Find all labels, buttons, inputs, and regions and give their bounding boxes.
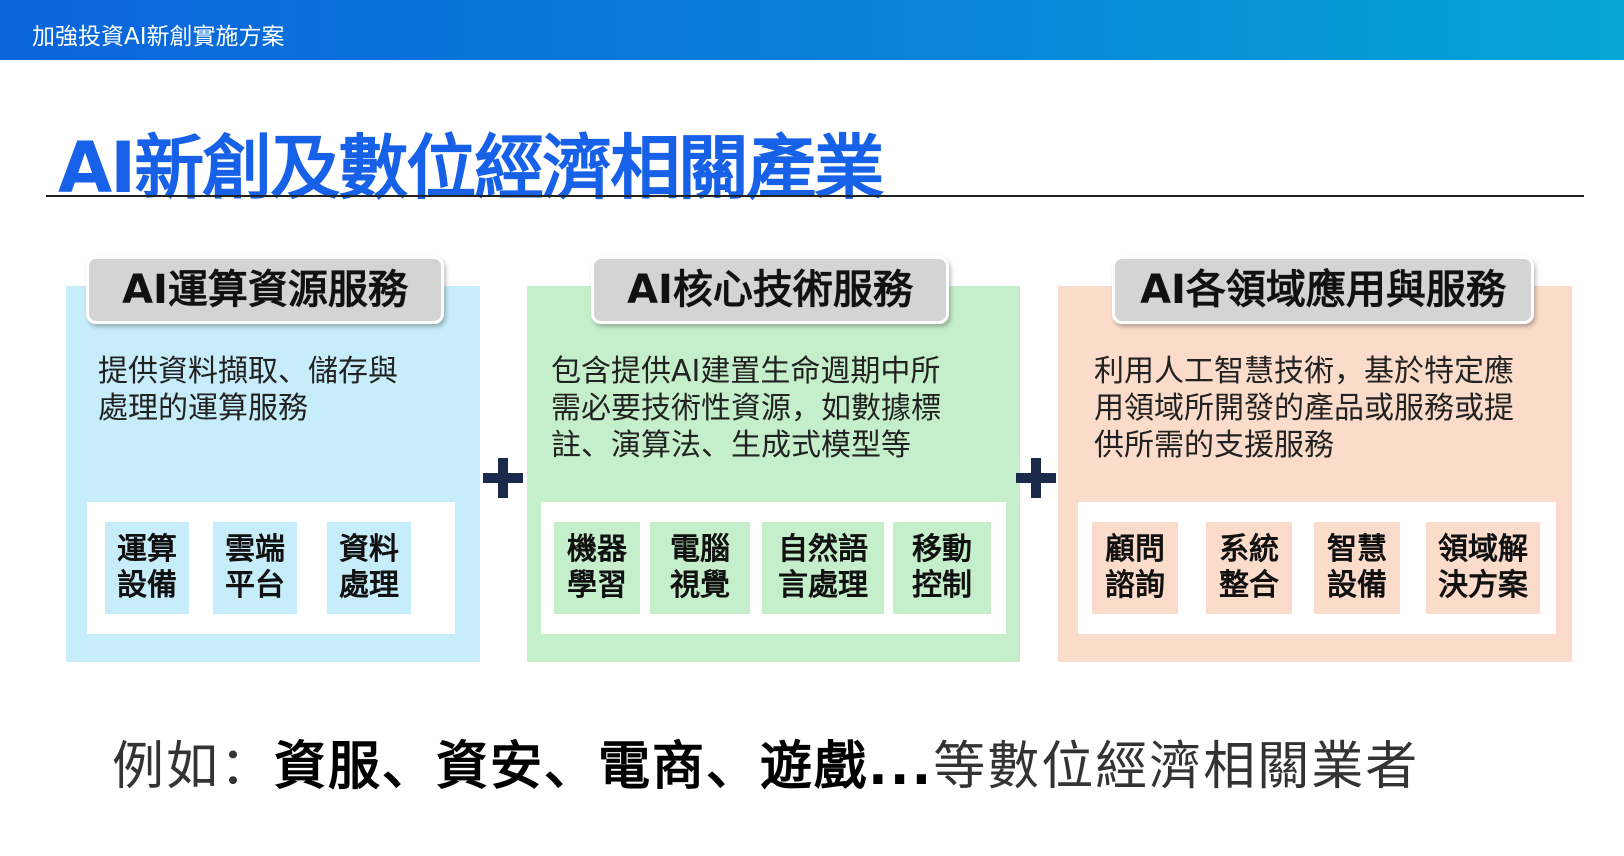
- desc-line: 提供資料擷取、儲存與: [98, 354, 398, 389]
- plus-icon: [483, 458, 523, 498]
- panel-tab-title: AI運算資源服務: [86, 256, 444, 324]
- footer-examples: 例如：資服、資安、電商、遊戲...等數位經濟相關業者: [112, 724, 1419, 799]
- panel-ai-domain-applications: AI各領域應用與服務 利用人工智慧技術，基於特定應 用領域所開發的產品或服務或提…: [1058, 256, 1572, 662]
- chip-data-processing: 資料處理: [327, 522, 411, 614]
- chip-machine-learning: 機器學習: [554, 522, 640, 614]
- chip-container: 運算設備 雲端平台 資料處理: [87, 502, 455, 634]
- desc-line: 用領域所開發的產品或服務或提: [1094, 391, 1514, 426]
- chip-cloud-platform: 雲端平台: [213, 522, 297, 614]
- title-divider: [46, 195, 1584, 197]
- panel-description: 利用人工智慧技術，基於特定應 用領域所開發的產品或服務或提 供所需的支援服務: [1094, 353, 1554, 464]
- desc-line: 處理的運算服務: [98, 391, 308, 426]
- plus-icon: [1016, 458, 1056, 498]
- desc-line: 供所需的支援服務: [1094, 428, 1334, 463]
- chip-consulting: 顧問諮詢: [1092, 522, 1178, 614]
- chip-motion-control: 移動控制: [893, 522, 991, 614]
- chip-natural-language-processing: 自然語言處理: [762, 522, 884, 614]
- chip-container: 顧問諮詢 系統整合 智慧設備 領域解決方案: [1078, 502, 1556, 634]
- panel-ai-computing-resources: AI運算資源服務 提供資料擷取、儲存與 處理的運算服務 運算設備 雲端平台 資料…: [66, 256, 480, 662]
- page-title: AI新創及數位經濟相關產業: [58, 127, 884, 209]
- chip-system-integration: 系統整合: [1206, 522, 1292, 614]
- desc-line: 包含提供AI建置生命週期中所: [551, 354, 941, 389]
- desc-line: 利用人工智慧技術，基於特定應: [1094, 354, 1514, 389]
- footer-bold-examples: 資服、資安、電商、遊戲...: [274, 737, 934, 797]
- panel-tab-title: AI各領域應用與服務: [1112, 256, 1534, 324]
- chip-computer-vision: 電腦視覺: [650, 522, 750, 614]
- footer-prefix: 例如：: [112, 737, 275, 797]
- chip-container: 機器學習 電腦視覺 自然語言處理 移動控制: [541, 502, 1006, 634]
- footer-suffix: 等數位經濟相關業者: [933, 737, 1420, 797]
- chip-computing-equipment: 運算設備: [105, 522, 189, 614]
- header-subtitle: 加強投資AI新創實施方案: [32, 24, 285, 50]
- desc-line: 註、演算法、生成式模型等: [551, 428, 911, 463]
- panel-tab-title: AI核心技術服務: [591, 256, 949, 324]
- panel-ai-core-technology: AI核心技術服務 包含提供AI建置生命週期中所 需必要技術性資源，如數據標 註、…: [527, 256, 1020, 662]
- chip-smart-devices: 智慧設備: [1314, 522, 1400, 614]
- panel-description: 包含提供AI建置生命週期中所 需必要技術性資源，如數據標 註、演算法、生成式模型…: [551, 353, 1001, 464]
- header-bar: 加強投資AI新創實施方案: [0, 0, 1624, 60]
- panel-description: 提供資料擷取、儲存與 處理的運算服務: [98, 353, 458, 427]
- desc-line: 需必要技術性資源，如數據標: [551, 391, 941, 426]
- chip-domain-solutions: 領域解決方案: [1426, 522, 1540, 614]
